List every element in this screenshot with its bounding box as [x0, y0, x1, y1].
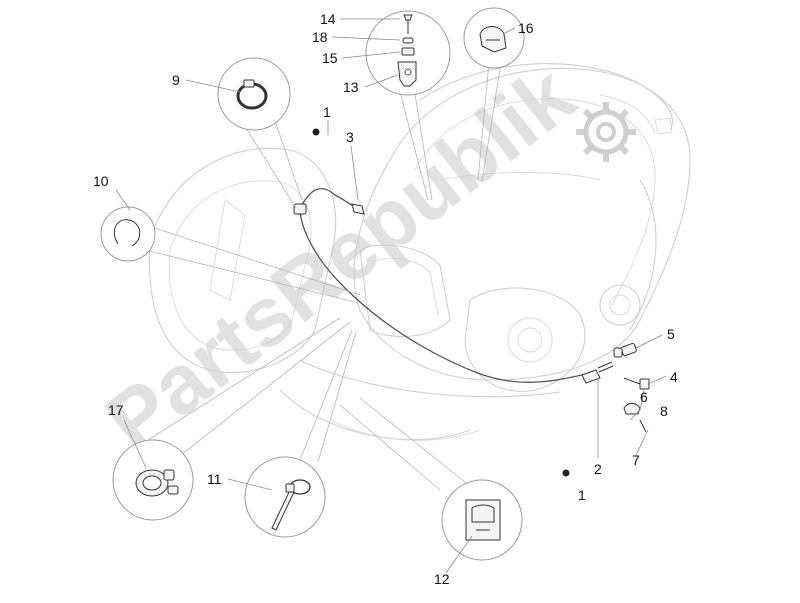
callout-cones [124, 51, 503, 491]
gear-icon [576, 102, 636, 162]
part-label-8: 8 [660, 403, 668, 419]
marker-dot [312, 128, 320, 136]
cable-assembly [293, 188, 614, 384]
part-label-9: 9 [172, 72, 180, 88]
watermark-text: PartsRepublik [88, 47, 591, 469]
label-leaders [115, 18, 667, 574]
callout-ring-10 [100, 206, 156, 262]
callout-clip-16 [463, 7, 525, 69]
part-label-4: 4 [670, 369, 678, 385]
part-label-18: 18 [312, 29, 328, 45]
callout-cable-tie-11 [244, 456, 326, 538]
callout-clamp-9 [217, 57, 291, 131]
part-label-10: 10 [93, 173, 109, 189]
part-label-1-bottom: 1 [578, 487, 586, 503]
part-label-14: 14 [320, 11, 336, 27]
part-label-15: 15 [322, 50, 338, 66]
part-label-6: 6 [640, 389, 648, 405]
part-label-13: 13 [343, 79, 359, 95]
callout-clamp-17 [112, 439, 194, 521]
part-label-1-top: 1 [323, 104, 331, 120]
watermark: PartsRepublik [88, 47, 636, 469]
cable-end-hardware [613, 342, 650, 433]
part-label-2: 2 [594, 461, 602, 477]
callout-fastener-stack [365, 10, 451, 96]
part-label-5: 5 [667, 326, 675, 342]
part-label-3: 3 [346, 129, 354, 145]
part-label-12: 12 [434, 571, 450, 587]
marker-dot [562, 469, 570, 477]
part-label-16: 16 [518, 20, 534, 36]
callout-bracket-12 [441, 479, 523, 561]
part-label-7: 7 [632, 452, 640, 468]
part-labels: 14 18 15 13 16 9 1 3 10 5 4 6 8 7 2 1 17… [93, 11, 678, 587]
part-label-11: 11 [207, 471, 222, 487]
part-label-17: 17 [108, 402, 124, 418]
